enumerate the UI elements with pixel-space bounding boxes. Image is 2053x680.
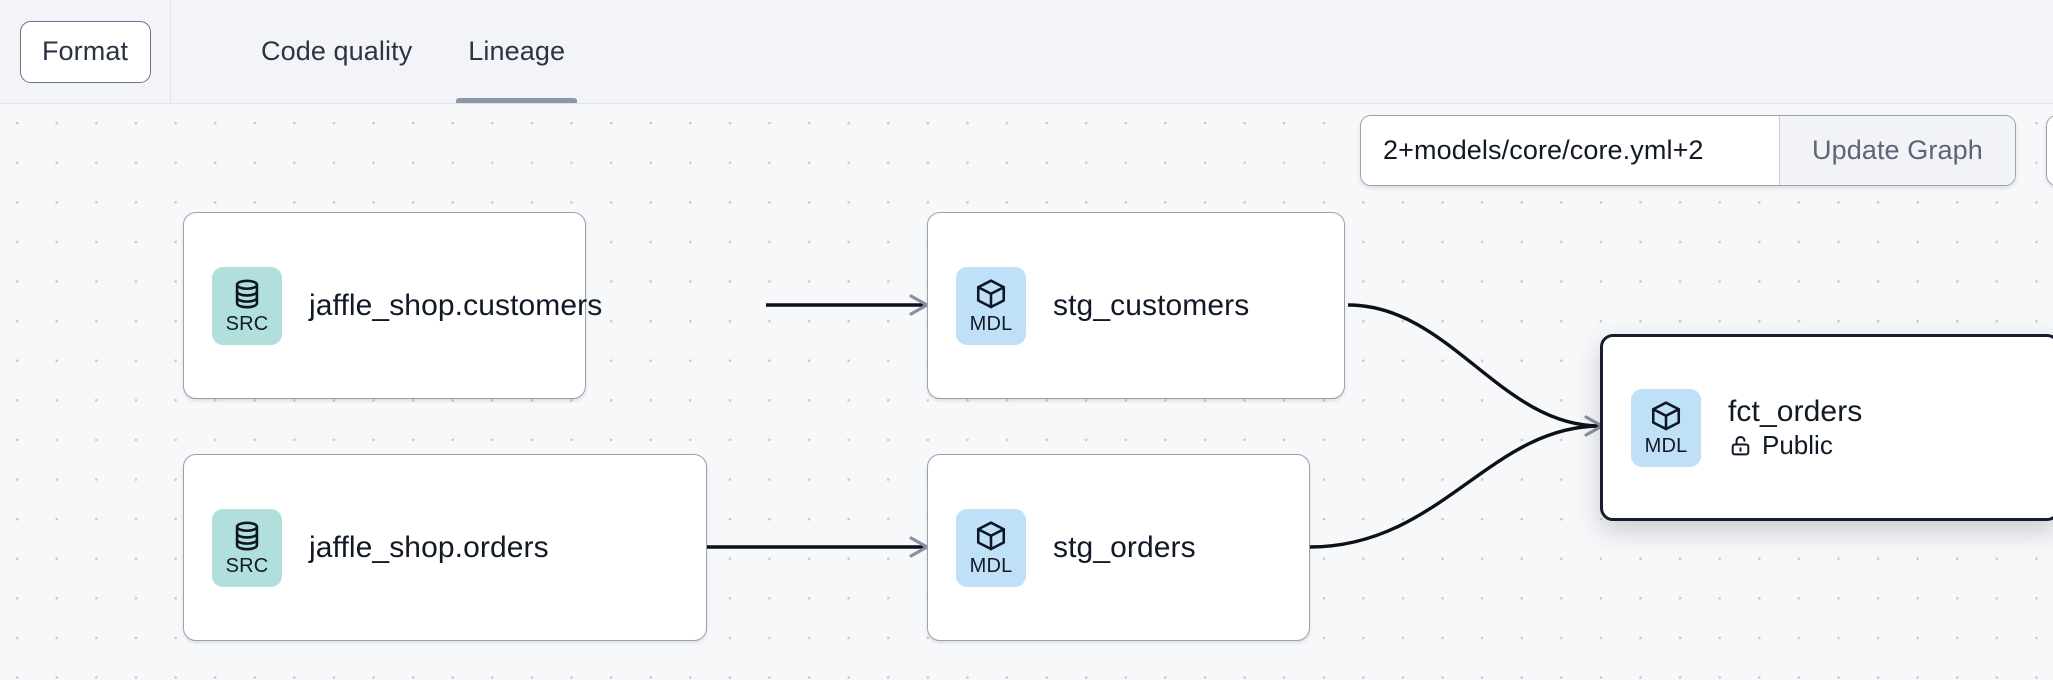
node-badge-label: SRC	[225, 555, 269, 577]
tab-code-quality[interactable]: Code quality	[233, 0, 440, 103]
node-badge-mdl: MDL	[956, 266, 1026, 345]
graph-selector-bar: Update Graph	[1360, 115, 2016, 186]
node-visibility-label: Public	[1762, 430, 1833, 460]
node-visibility-badge: Public	[1728, 431, 1862, 460]
update-graph-button[interactable]: Update Graph	[1779, 116, 2015, 185]
node-badge-mdl: MDL	[956, 508, 1026, 587]
unlock-icon	[1731, 435, 1750, 456]
node-text-block: stg_orders	[1053, 531, 1196, 565]
toolbar: Format Code quality Lineage	[0, 0, 2053, 104]
cube-icon	[976, 521, 1006, 551]
graph-node-stg-customers[interactable]: MDL stg_customers	[927, 212, 1345, 399]
node-title: fct_orders	[1728, 395, 1863, 429]
node-badge-label: MDL	[969, 555, 1013, 577]
edge-stg-customers-to-fct-orders	[1347, 303, 1601, 428]
arrowhead-stg-customers	[909, 294, 929, 316]
tab-lineage[interactable]: Lineage	[440, 0, 593, 103]
format-button[interactable]: Format	[19, 20, 151, 83]
node-badge-label: MDL	[1644, 435, 1688, 457]
format-button-zone: Format	[0, 0, 171, 103]
graph-node-jaffle-shop-orders[interactable]: SRC jaffle_shop.orders	[183, 454, 707, 641]
lineage-canvas[interactable]: SRC jaffle_shop.customers MDL stg_custom…	[0, 104, 2053, 680]
graph-selector-input[interactable]	[1361, 116, 1779, 185]
tab-bar: Code quality Lineage	[171, 0, 593, 103]
graph-node-stg-orders[interactable]: MDL stg_orders	[927, 454, 1310, 641]
node-title: stg_customers	[1053, 288, 1250, 322]
tab-lineage-label: Lineage	[468, 36, 566, 66]
node-title: jaffle_shop.orders	[309, 530, 549, 564]
arrowhead-stg-orders	[909, 536, 929, 558]
cube-icon	[976, 279, 1006, 309]
node-title: jaffle_shop.customers	[309, 288, 603, 322]
node-badge-label: MDL	[969, 313, 1013, 335]
edge-stg-orders-to-fct-orders	[1309, 424, 1601, 549]
node-badge-src: SRC	[212, 266, 282, 345]
graph-aux-control[interactable]	[2046, 115, 2053, 186]
graph-node-jaffle-shop-customers[interactable]: SRC jaffle_shop.customers	[183, 212, 602, 399]
node-badge-mdl: MDL	[1631, 388, 1701, 467]
node-text-block: jaffle_shop.orders	[309, 531, 549, 565]
node-text-block: fct_orders Public	[1728, 395, 1862, 459]
node-title: stg_orders	[1053, 530, 1196, 564]
node-text-block: stg_customers	[1053, 289, 1249, 323]
node-badge-label: SRC	[225, 313, 269, 335]
node-text-block: jaffle_shop.customers	[309, 289, 602, 323]
graph-node-fct-orders[interactable]: MDL fct_orders Public	[1600, 334, 2053, 521]
database-icon	[235, 521, 259, 551]
tab-code-quality-label: Code quality	[261, 36, 413, 66]
cube-icon	[1651, 401, 1681, 431]
node-badge-src: SRC	[212, 508, 282, 587]
database-icon	[235, 279, 259, 309]
